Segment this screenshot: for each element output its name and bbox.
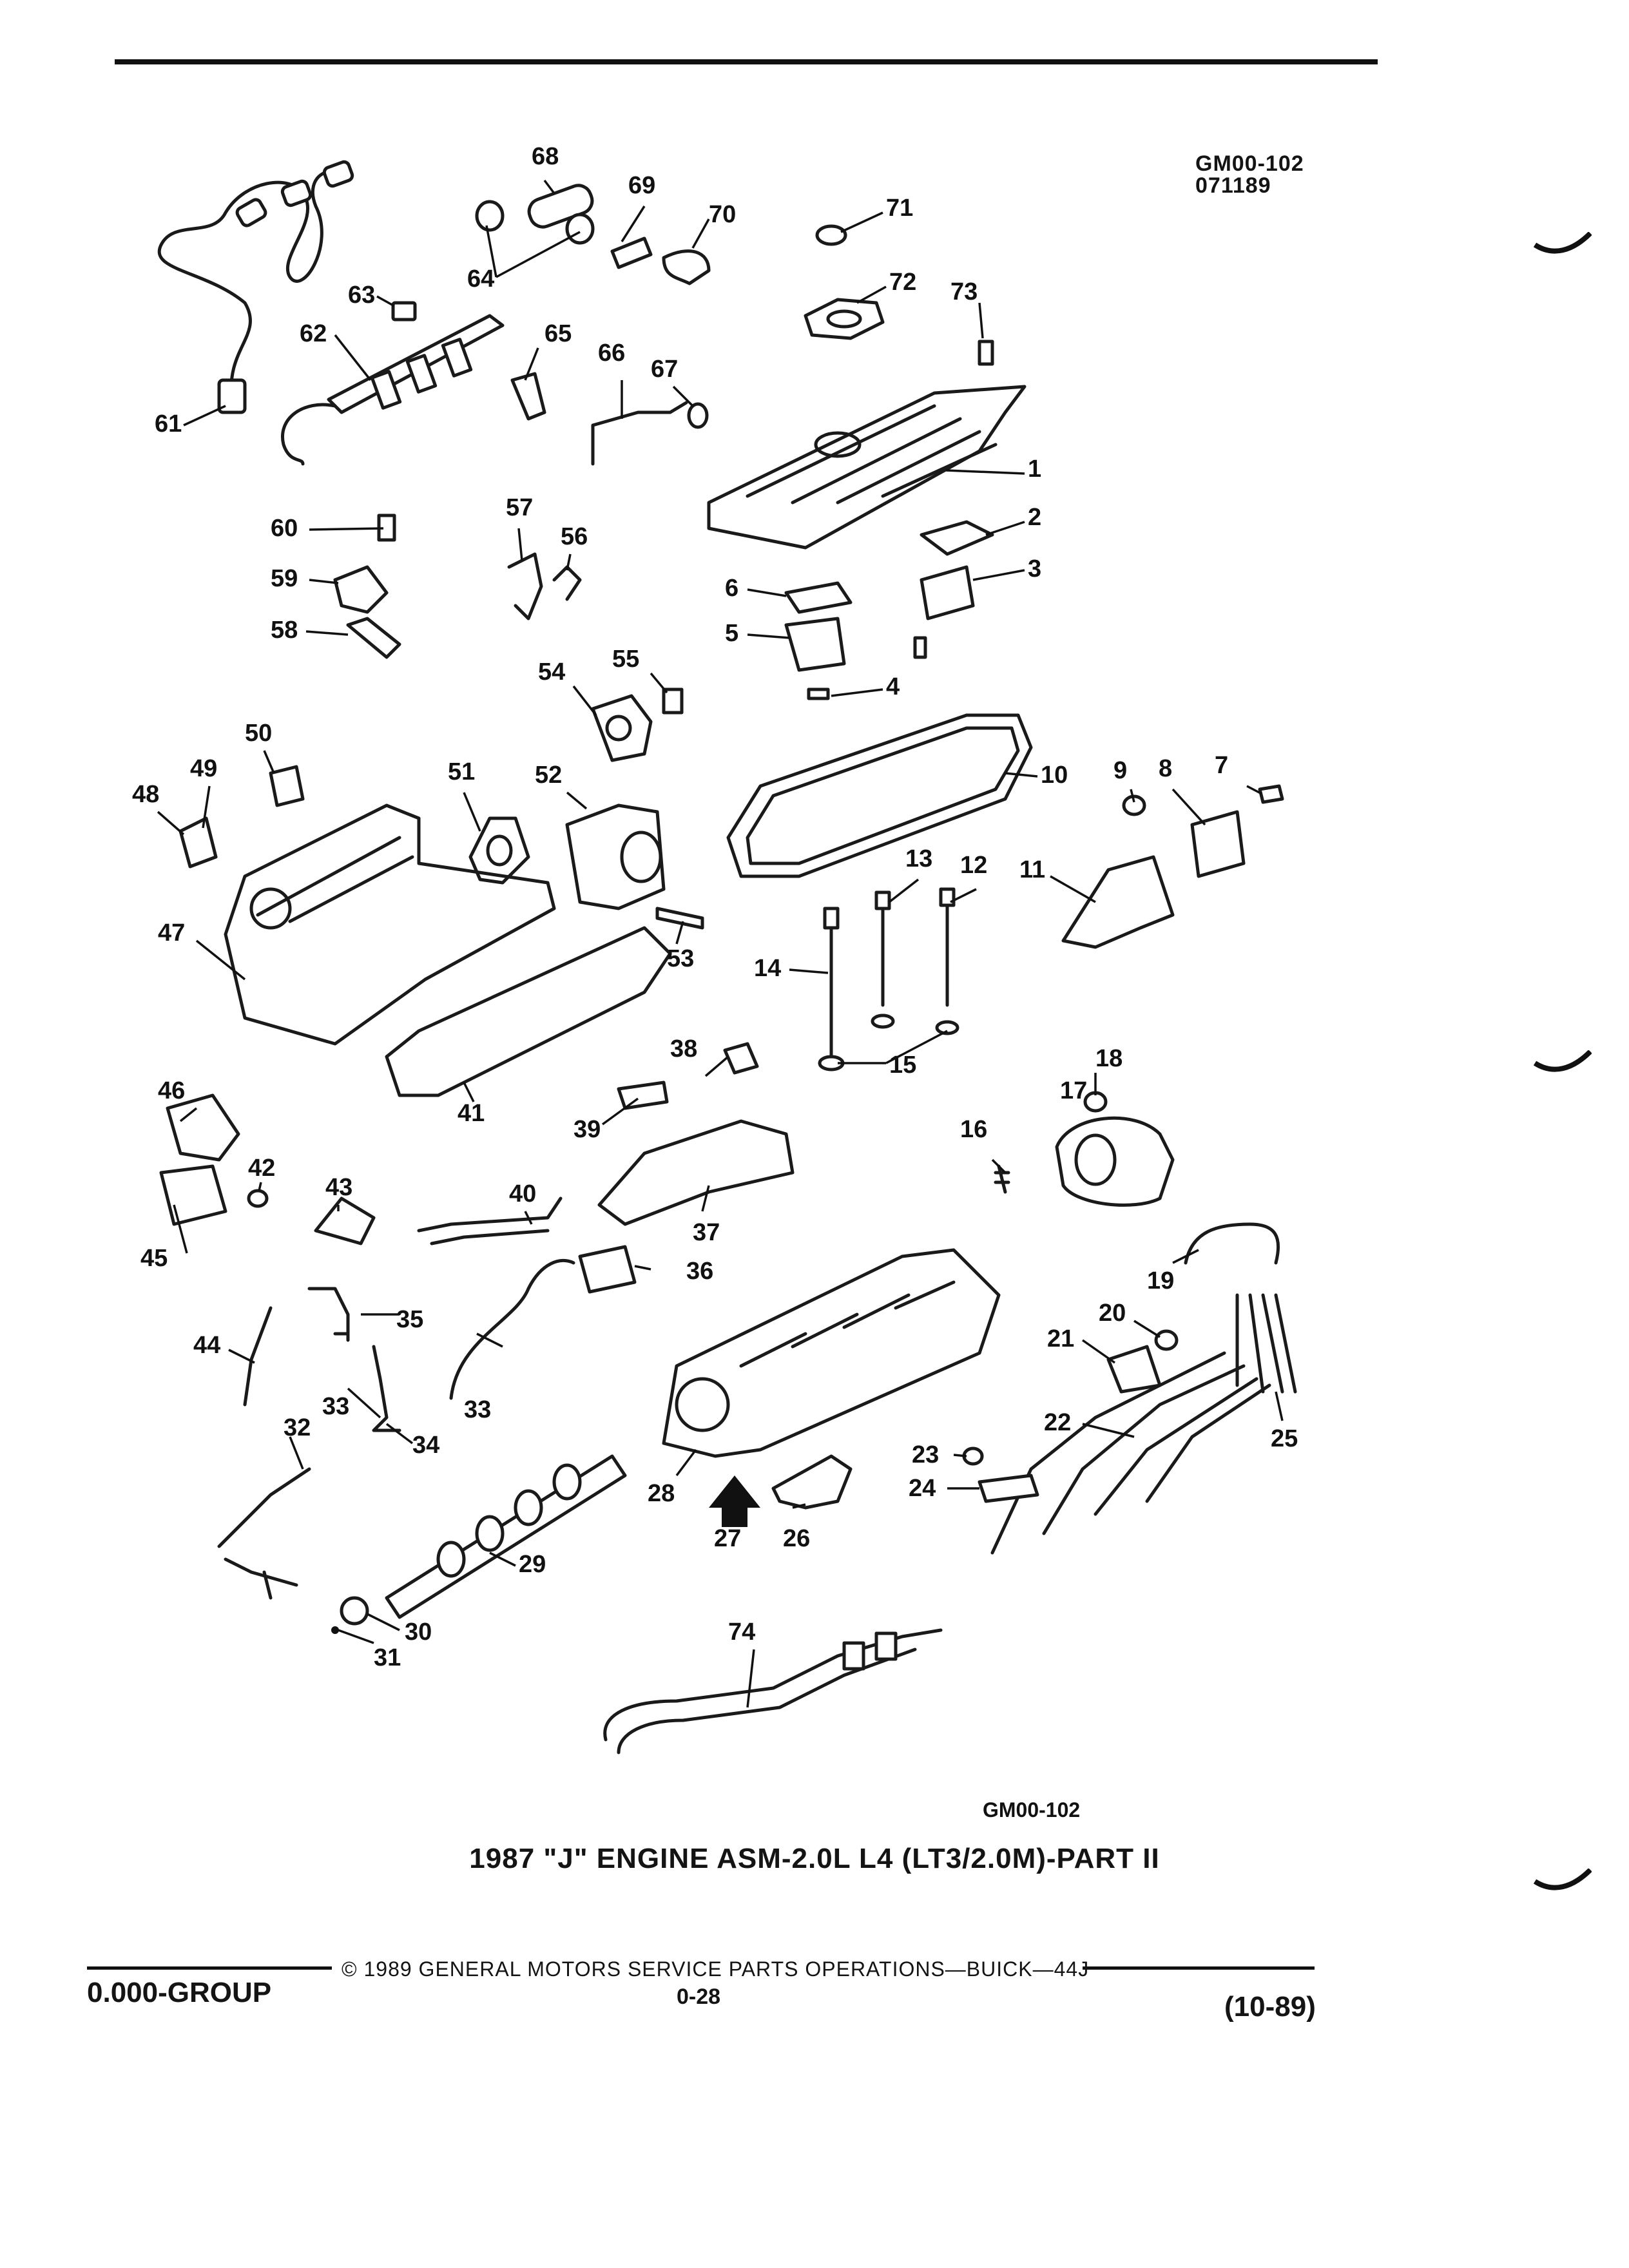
callout-68: 68 xyxy=(532,143,559,170)
callout-57: 57 xyxy=(506,494,533,521)
callout-70: 70 xyxy=(709,201,736,228)
callout-35: 35 xyxy=(396,1306,423,1333)
callout-28: 28 xyxy=(648,1480,675,1507)
callout-60: 60 xyxy=(271,515,298,542)
callout-41: 41 xyxy=(458,1100,485,1127)
callout-48: 48 xyxy=(132,781,159,808)
binder-hole-mark xyxy=(1534,232,1592,254)
callout-33-second: 33 xyxy=(464,1396,491,1423)
callout-65: 65 xyxy=(545,320,572,347)
leader-lines xyxy=(157,179,1284,1708)
callout-9: 9 xyxy=(1113,757,1127,784)
callout-40: 40 xyxy=(509,1180,536,1207)
callout-36: 36 xyxy=(686,1258,713,1285)
top-rule xyxy=(115,59,1378,64)
callout-58: 58 xyxy=(271,617,298,644)
callout-64: 64 xyxy=(467,265,494,293)
callout-1: 1 xyxy=(1028,456,1041,483)
callout-31: 31 xyxy=(374,1644,401,1671)
callout-32: 32 xyxy=(284,1414,311,1441)
callout-55: 55 xyxy=(612,646,639,673)
callout-23: 23 xyxy=(912,1441,939,1468)
callout-69: 69 xyxy=(628,172,655,199)
revision-date: (10-89) xyxy=(1224,1991,1316,2023)
callout-labels: 1 2 3 4 5 6 7 8 9 10 11 12 13 14 15 16 1… xyxy=(132,143,1298,1821)
callout-19: 19 xyxy=(1147,1267,1174,1294)
callout-20: 20 xyxy=(1099,1300,1126,1327)
callout-15: 15 xyxy=(889,1052,916,1079)
callout-33: 33 xyxy=(322,1393,349,1420)
footer-rule-right xyxy=(1083,1966,1315,1970)
callout-17: 17 xyxy=(1060,1077,1087,1104)
callout-72: 72 xyxy=(889,269,916,296)
callout-4: 4 xyxy=(886,673,900,700)
arrow-up-icon xyxy=(709,1475,760,1527)
callout-38: 38 xyxy=(670,1035,697,1062)
callout-37: 37 xyxy=(693,1219,720,1246)
callout-18: 18 xyxy=(1095,1045,1123,1072)
binder-hole-mark xyxy=(1534,1050,1592,1072)
callout-45: 45 xyxy=(140,1245,168,1272)
footer-rule-left xyxy=(87,1966,332,1970)
callout-6: 6 xyxy=(725,575,738,602)
callout-12: 12 xyxy=(960,852,987,879)
callout-49: 49 xyxy=(190,755,217,782)
copyright-line: © 1989 GENERAL MOTORS SERVICE PARTS OPER… xyxy=(342,1957,1090,1981)
callout-34: 34 xyxy=(412,1432,439,1459)
ref-code: GM00-102 xyxy=(1195,151,1304,176)
callout-7: 7 xyxy=(1215,752,1228,779)
callout-29: 29 xyxy=(519,1551,546,1578)
callout-54: 54 xyxy=(538,658,565,686)
figure-caption: 1987 "J" ENGINE ASM-2.0L L4 (LT3/2.0M)-P… xyxy=(469,1843,1160,1874)
callout-73: 73 xyxy=(950,278,978,305)
callout-62: 62 xyxy=(300,320,327,347)
callout-44: 44 xyxy=(193,1332,220,1359)
callout-63: 63 xyxy=(348,282,375,309)
callout-46: 46 xyxy=(158,1077,185,1104)
callout-26: 26 xyxy=(783,1525,810,1552)
callout-67: 67 xyxy=(651,356,678,383)
callout-21: 21 xyxy=(1047,1325,1074,1352)
callout-61: 61 xyxy=(155,410,182,437)
callout-66: 66 xyxy=(598,340,625,367)
callout-24: 24 xyxy=(909,1475,936,1502)
callout-56: 56 xyxy=(561,523,588,550)
callout-16: 16 xyxy=(960,1116,987,1143)
group-label: 0.000-GROUP xyxy=(87,1977,272,2008)
callout-42: 42 xyxy=(248,1155,275,1182)
callout-13: 13 xyxy=(905,845,932,872)
callout-22: 22 xyxy=(1044,1409,1071,1436)
callout-2: 2 xyxy=(1028,504,1041,531)
callout-8: 8 xyxy=(1159,755,1172,782)
callout-51: 51 xyxy=(448,758,475,785)
part-drawings xyxy=(157,160,1297,1754)
callout-14: 14 xyxy=(754,955,781,982)
callout-71: 71 xyxy=(886,195,913,222)
ref-date: 071189 xyxy=(1195,173,1271,198)
binder-hole-mark xyxy=(1534,1869,1592,1890)
callout-3: 3 xyxy=(1028,555,1041,582)
page-number: 0-28 xyxy=(677,1984,721,2009)
callout-47: 47 xyxy=(158,919,185,947)
callout-5: 5 xyxy=(725,620,738,647)
callout-39: 39 xyxy=(574,1116,601,1143)
figure-code: GM00-102 xyxy=(983,1798,1080,1821)
callout-59: 59 xyxy=(271,565,298,592)
callout-74: 74 xyxy=(728,1619,755,1646)
callout-11: 11 xyxy=(1019,856,1045,883)
callout-27: 27 xyxy=(714,1525,741,1552)
callout-25: 25 xyxy=(1271,1425,1298,1452)
callout-52: 52 xyxy=(535,762,562,789)
callout-53: 53 xyxy=(667,945,694,972)
callout-43: 43 xyxy=(325,1174,352,1201)
callout-30: 30 xyxy=(405,1619,432,1646)
callout-10: 10 xyxy=(1041,762,1068,789)
callout-50: 50 xyxy=(245,720,272,747)
